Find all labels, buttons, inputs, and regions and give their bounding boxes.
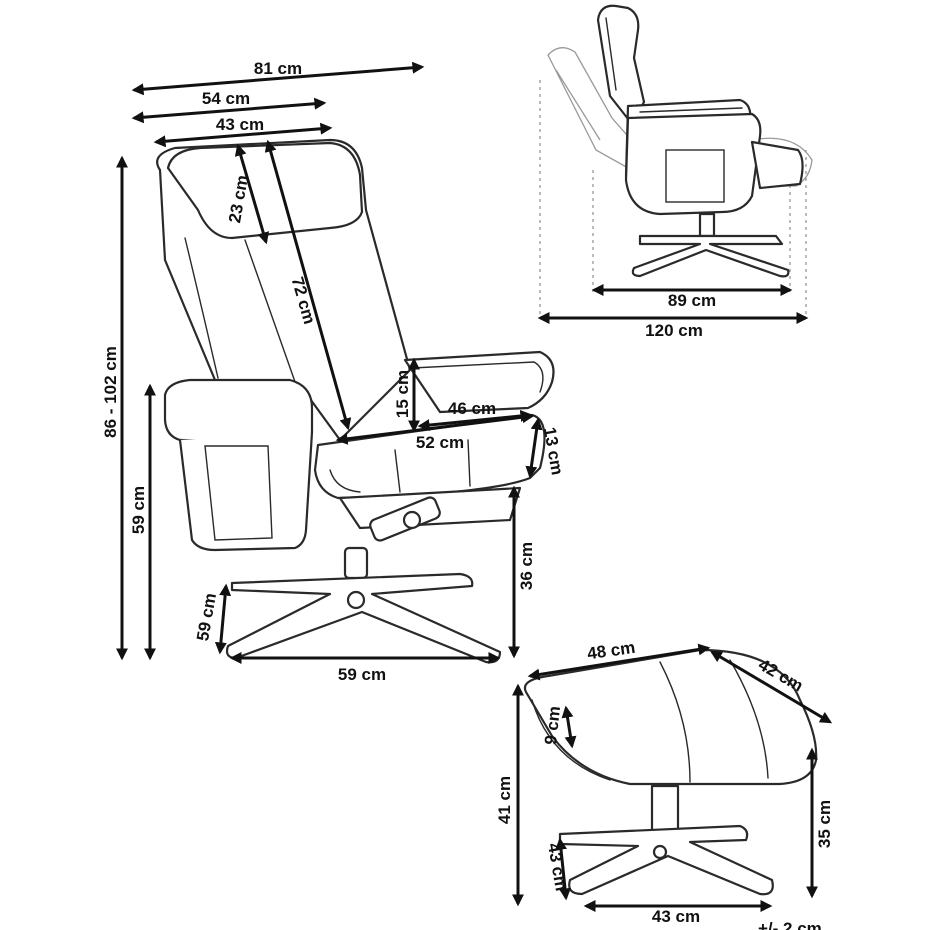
label-seat-depth: 52 cm (416, 433, 464, 452)
label-chair-overall-width: 81 cm (254, 59, 302, 78)
label-chair-armrest-width: 54 cm (202, 89, 250, 108)
label-chair-backrest-width: 43 cm (216, 115, 264, 134)
label-seat-floor-height: 36 cm (517, 542, 536, 590)
dimension-lines (116, 61, 833, 912)
label-seat-width: 46 cm (448, 399, 496, 418)
label-base-width: 59 cm (338, 665, 386, 684)
label-stool-base-width: 43 cm (652, 907, 700, 926)
reclined-side-view-drawing (539, 4, 813, 318)
label-stool-leg-height: 35 cm (815, 800, 834, 848)
label-stool-total-height: 41 cm (495, 776, 514, 824)
label-reclined-depth: 89 cm (668, 291, 716, 310)
label-armrest-floor-height: 59 cm (129, 486, 148, 534)
label-reclined-total-length: 120 cm (645, 321, 703, 340)
label-chair-total-height: 86 - 102 cm (101, 346, 120, 438)
label-seat-cushion-thickness: 13 cm (540, 426, 567, 477)
label-base-depth: 59 cm (193, 592, 220, 643)
label-armrest-above-seat: 15 cm (393, 370, 412, 418)
dimension-labels: 81 cm 54 cm 43 cm 23 cm 72 cm 86 - 102 c… (101, 59, 834, 930)
label-stool-base-depth: 43 cm (544, 842, 571, 893)
label-stool-cushion-thickness: 9 cm (541, 705, 564, 746)
label-tolerance: +/- 2 cm (758, 919, 822, 930)
